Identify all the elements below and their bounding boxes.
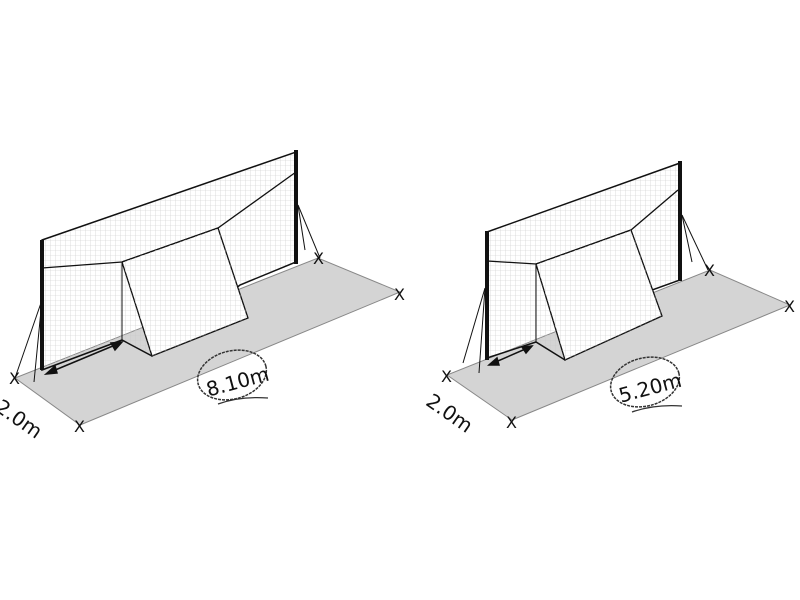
guy-ropes	[14, 204, 321, 383]
svg-text:X: X	[784, 297, 795, 316]
gap-arrow	[487, 345, 534, 366]
guy-ropes	[462, 214, 709, 374]
stake-markers: X X X X	[441, 261, 795, 432]
svg-text:X: X	[394, 285, 405, 304]
width-label-circle	[609, 356, 681, 408]
width-label-circle	[196, 349, 268, 401]
svg-text:X: X	[506, 413, 517, 432]
width-label: 5.20m	[616, 368, 684, 408]
svg-text:X: X	[441, 367, 452, 386]
depth-label: 2.0m	[422, 389, 478, 438]
small-net-diagram: X X X X 5.20m 2.0m	[422, 161, 795, 438]
depth-label: 2.0m	[0, 394, 47, 443]
stake-markers: X X X X	[9, 249, 405, 436]
gap-arrow	[43, 341, 124, 375]
svg-text:X: X	[313, 249, 324, 268]
svg-text:X: X	[704, 261, 715, 280]
svg-text:X: X	[9, 369, 20, 388]
svg-text:X: X	[74, 417, 85, 436]
